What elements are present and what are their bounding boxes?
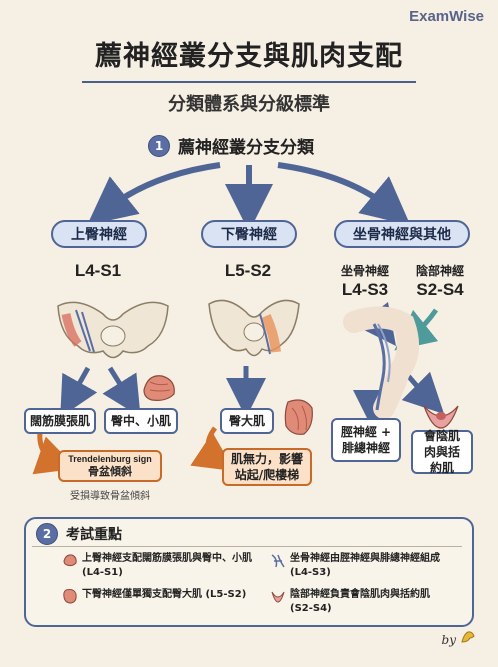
arrow-effect-orange <box>190 426 235 472</box>
pill-inferior-gluteal: 下臀神經 <box>201 220 297 248</box>
arrow-to-superior <box>87 162 221 225</box>
arrow-sign-orange <box>32 431 77 475</box>
byline: by <box>441 633 456 647</box>
nerve-note-icon <box>271 554 285 568</box>
note-pudendal: 陰部神經負責會陰肌肉與括約肌 (S2-S4) <box>290 589 430 614</box>
box-gluteus-maximus: 臀大肌 <box>220 408 274 434</box>
page-title: 薦神經叢分支與肌肉支配 <box>95 41 403 72</box>
muscle-note-icon-2 <box>63 589 77 604</box>
level-superior: L4-S1 <box>74 261 122 280</box>
perineal-muscle-icon <box>423 405 459 429</box>
level-sciatic: L4-S3 <box>341 280 389 299</box>
box-gluteus-medius-minimus: 臀中、小肌 <box>104 408 178 434</box>
trendelenburg-caption: 受損導致骨盆傾斜 <box>70 491 150 502</box>
pelvis-superior-illustration <box>57 301 169 359</box>
brand-logo: ExamWise <box>409 8 484 25</box>
trendelenburg-label: Trendelenburg sign <box>68 453 152 464</box>
level-pudendal: S2-S4 <box>416 280 464 299</box>
note-sciatic: 坐骨神經由脛神經與腓總神經組成 (L4-S3) <box>290 553 440 578</box>
label-pudendal: 陰部神經 <box>415 264 464 278</box>
box-trendelenburg-sign: Trendelenburg sign 骨盆傾斜 <box>58 450 162 482</box>
section1-number: 1 <box>148 134 170 157</box>
note-inferior-gluteal: 下臀神經僅單獨支配臀大肌 (L5-S2) <box>82 589 247 600</box>
leg-sciatic-illustration <box>343 306 419 419</box>
hand-logo-icon <box>461 631 475 643</box>
box-weakness-effect: 肌無力，影響站起/爬樓梯 <box>222 448 312 486</box>
box-perineal-sphincter: 會陰肌肉與括約肌 <box>411 429 473 475</box>
gluteus-maximus-icon <box>284 399 313 435</box>
section1-title: 薦神經叢分支分類 <box>178 138 314 158</box>
section2-number: 2 <box>36 523 58 545</box>
page-subtitle: 分類體系與分級標準 <box>168 94 330 115</box>
pelvic-tilt-label: 骨盆傾斜 <box>88 464 132 478</box>
note-superior-gluteal: 上臀神經支配闊筋膜張肌與臀中、小肌 (L4-S1) <box>82 553 252 578</box>
perineal-note-icon <box>271 591 285 603</box>
label-sciatic: 坐骨神經 <box>340 264 389 278</box>
pill-superior-gluteal: 上臀神經 <box>51 220 147 248</box>
level-inferior: L5-S2 <box>224 261 272 280</box>
arrow-sup-left <box>60 366 98 418</box>
section2-heading: 2 考試重點 <box>36 523 122 545</box>
pill-sciatic-other: 坐骨神經與其他 <box>334 220 470 248</box>
arrow-to-sciatic <box>277 162 411 226</box>
gluteus-medius-icon <box>143 375 175 401</box>
box-tibial-common-fibular: 脛神經 + 腓總神經 <box>331 418 401 462</box>
section1-heading: 1 薦神經叢分支分類 <box>148 133 314 158</box>
title-divider <box>82 81 416 83</box>
box-tensor-fasciae-latae: 闊筋膜張肌 <box>24 408 96 434</box>
section2-title: 考試重點 <box>66 527 122 543</box>
panel-divider <box>32 546 462 547</box>
muscle-note-icon <box>63 554 77 567</box>
pelvis-inferior-illustration <box>208 299 300 357</box>
exam-points-panel <box>24 517 474 627</box>
arrow-sup-right <box>102 366 141 417</box>
